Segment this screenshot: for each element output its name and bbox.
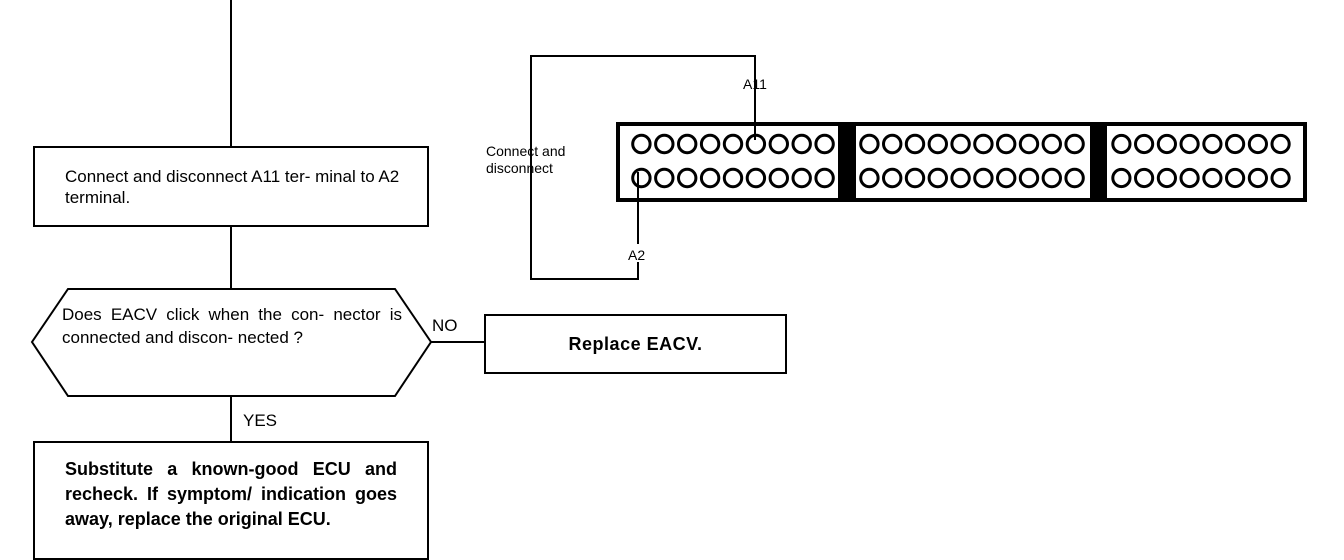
substitute-ecu-box: Substitute a known-good ECU and recheck.… <box>33 441 429 560</box>
connector-pin <box>677 167 698 189</box>
connector-pin <box>814 167 835 189</box>
connector-pin <box>1018 133 1040 155</box>
connector-pin <box>791 167 812 189</box>
connector-pin <box>1225 167 1246 189</box>
connector-pin <box>1134 167 1155 189</box>
connector-pin <box>814 133 835 155</box>
connector-pin <box>1064 167 1085 189</box>
connector-pin <box>677 133 698 155</box>
connector-pin <box>1179 133 1200 155</box>
connector-pin <box>950 167 971 189</box>
connector-pin <box>927 167 948 189</box>
step-box-connect: Connect and disconnect A11 ter- minal to… <box>33 146 429 227</box>
pin-label-a11: A11 <box>743 76 767 92</box>
connector-pin <box>631 133 652 155</box>
connector-pin <box>791 133 812 155</box>
connector-pin <box>745 167 767 189</box>
connector-pin <box>1018 167 1040 189</box>
pin-label-a2: A2 <box>628 247 646 263</box>
connector-pin <box>1156 133 1178 155</box>
substitute-ecu-text: Substitute a known-good ECU and recheck.… <box>65 459 397 529</box>
connector-pin <box>927 133 948 155</box>
replace-eacv-box: Replace EACV. <box>484 314 787 374</box>
connector-divider-2 <box>1090 124 1107 200</box>
connector-pin <box>1179 167 1200 189</box>
connector-pin <box>904 133 926 155</box>
connector-pin <box>631 167 652 189</box>
connector-pin <box>722 167 744 189</box>
decision-hexagon <box>30 288 433 397</box>
yes-label: YES <box>243 411 278 430</box>
connector-pin <box>882 167 903 189</box>
connector-pin <box>859 167 880 189</box>
connector-pin <box>1064 133 1085 155</box>
connector-pin <box>904 167 926 189</box>
question-text: Does EACV click when the con- nector is … <box>62 305 402 347</box>
connector-pin <box>654 167 675 189</box>
connector-pin <box>768 167 789 189</box>
no-label: NO <box>432 316 458 335</box>
jumper-label: Connect and disconnect <box>486 143 566 176</box>
connector-pin <box>859 133 880 155</box>
connector-pin <box>1247 133 1269 155</box>
connector-pin <box>1270 167 1291 189</box>
connector-divider-1 <box>838 124 856 200</box>
connector-pin <box>973 133 994 155</box>
connector-pin <box>1111 167 1132 189</box>
connector-pin <box>1041 133 1063 155</box>
connector-pin <box>996 167 1017 189</box>
connector-pin <box>699 133 721 155</box>
connector-pin <box>1111 133 1132 155</box>
connector-pins <box>631 133 1291 189</box>
connector-pin <box>1156 167 1178 189</box>
connector-pin <box>722 133 744 155</box>
replace-eacv-text: Replace EACV. <box>568 334 703 354</box>
connector-pin <box>654 133 675 155</box>
connector-pin <box>768 133 789 155</box>
connector-pin <box>1202 133 1223 155</box>
connector-pin <box>1270 133 1291 155</box>
connector-pin <box>1225 133 1246 155</box>
connector-pin <box>950 133 971 155</box>
connector-pin <box>973 167 994 189</box>
connector-pin <box>699 167 721 189</box>
connector-pin <box>996 133 1017 155</box>
connector-pin <box>1134 133 1155 155</box>
step-text: Connect and disconnect A11 ter- minal to… <box>65 167 400 207</box>
connector-pin <box>882 133 903 155</box>
connector-pin <box>1247 167 1269 189</box>
jumper-wire <box>530 55 756 280</box>
connector-pin <box>1041 167 1063 189</box>
connector-pin <box>1202 167 1223 189</box>
